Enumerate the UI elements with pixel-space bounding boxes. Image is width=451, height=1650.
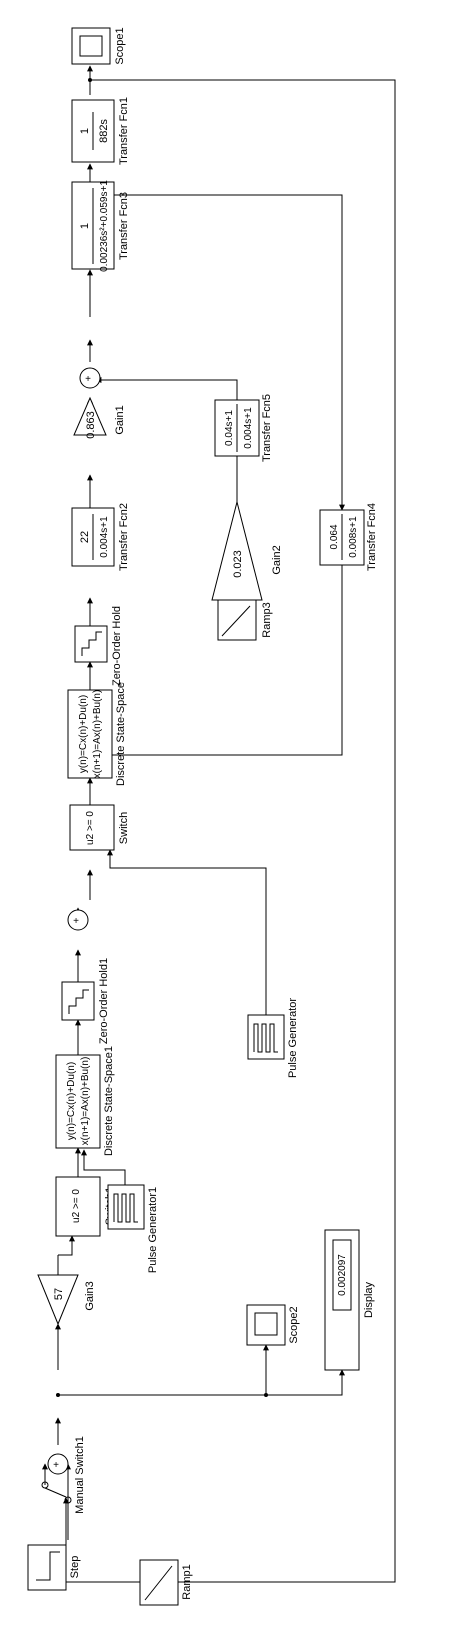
pulse-generator-block[interactable]: Pulse Generator [247, 998, 299, 1078]
step-label: Step [69, 1556, 81, 1579]
dss-line2: x(n+1)=Ax(n)+Bu(n) [92, 690, 103, 779]
scope1-label: Scope1 [114, 27, 126, 64]
zero-order-hold1-label: Zero-Order Hold1 [98, 958, 110, 1044]
dss-line1: y(n)=Cx(n)+Du(n) [78, 695, 89, 773]
switch1-condition: u2 >= 0 [71, 1189, 82, 1223]
display-value: 0.002097 [337, 1254, 348, 1296]
transfer-fcn4-numerator: 0.064 [329, 524, 340, 549]
step-block[interactable]: Step [27, 1544, 81, 1591]
scope2-label: Scope2 [288, 1306, 300, 1343]
transfer-fcn4-label: Transfer Fcn4 [366, 503, 378, 571]
switch-condition: u2 >= 0 [85, 811, 96, 845]
transfer-fcn3-block[interactable]: 1 0.00236s²+0.059s+1 Transfer Fcn3 [71, 180, 130, 272]
gain2-block[interactable]: 0.023 Gain2 [211, 501, 283, 601]
dss1-line1: y(n)=Cx(n)+Du(n) [66, 1062, 77, 1140]
discrete-state-space1-label: Discrete State-Space1 [103, 1046, 115, 1156]
switch-block[interactable]: u2 >= 0 Switch [69, 804, 130, 851]
signal-lines [42, 65, 396, 1583]
pulse-generator-label: Pulse Generator [287, 998, 299, 1078]
transfer-fcn2-denominator: 0.004s+1 [99, 516, 110, 558]
dss1-line2: x(n+1)=Ax(n)+Bu(n) [80, 1057, 91, 1146]
ramp1-label: Ramp1 [181, 1564, 193, 1599]
transfer-fcn1-label: Transfer Fcn1 [118, 97, 130, 165]
transfer-fcn1-denominator: 882s [98, 119, 110, 143]
gain2-value: 0.023 [232, 550, 244, 578]
zero-order-hold-label: Zero-Order Hold [111, 606, 123, 686]
transfer-fcn3-label: Transfer Fcn3 [118, 192, 130, 260]
transfer-fcn1-numerator: 1 [79, 128, 91, 134]
transfer-fcn2-label: Transfer Fcn2 [118, 503, 130, 571]
gain3-label: Gain3 [84, 1281, 96, 1310]
switch1-block[interactable]: u2 >= 0 Switch1 [55, 1176, 116, 1237]
transfer-fcn2-block[interactable]: 22 0.004s+1 Transfer Fcn2 [71, 503, 130, 571]
gain2-label: Gain2 [271, 545, 283, 574]
ramp1-block[interactable]: Ramp1 [139, 1559, 193, 1606]
sum-top-block[interactable]: + [79, 367, 101, 389]
scope2-block[interactable]: Scope2 [246, 1304, 300, 1346]
discrete-state-space-block[interactable]: y(n)=Cx(n)+Du(n) x(n+1)=Ax(n)+Bu(n) Disc… [67, 682, 127, 786]
ramp3-label: Ramp3 [261, 602, 273, 637]
transfer-fcn5-denominator: 0.004s+1 [243, 407, 254, 449]
manual-switch1-label: Manual Switch1 [74, 1436, 86, 1514]
sum-mid-block[interactable]: + [67, 909, 89, 931]
pulse-generator1-label: Pulse Generator1 [147, 1187, 159, 1273]
transfer-fcn4-block[interactable]: 0.064 0.008s+1 Transfer Fcn4 [319, 503, 378, 571]
gain1-block[interactable]: 0.863 Gain1 [73, 396, 126, 439]
gain1-value: 0.863 [85, 411, 97, 439]
transfer-fcn5-numerator: 0.04s+1 [224, 410, 235, 446]
transfer-fcn3-numerator: 1 [79, 223, 91, 229]
discrete-state-space-label: Discrete State-Space [115, 682, 127, 786]
transfer-fcn1-block[interactable]: 1 882s Transfer Fcn1 [71, 97, 130, 165]
switch-label: Switch [118, 812, 130, 844]
manual-switch1-block[interactable]: Manual Switch1 [41, 1436, 86, 1514]
discrete-state-space1-block[interactable]: y(n)=Cx(n)+Du(n) x(n+1)=Ax(n)+Bu(n) Disc… [55, 1046, 115, 1156]
gain3-value: 57 [53, 1288, 65, 1300]
sum-top-sign: + [85, 374, 91, 385]
gain1-label: Gain1 [114, 405, 126, 434]
pulse-generator1-block[interactable]: Pulse Generator1 [107, 1184, 159, 1273]
transfer-fcn5-block[interactable]: 0.04s+1 0.004s+1 Transfer Fcn5 [214, 394, 273, 462]
zero-order-hold-block[interactable]: Zero-Order Hold [74, 606, 123, 686]
gain3-block[interactable]: 57 Gain3 [37, 1274, 96, 1326]
transfer-fcn2-numerator: 22 [79, 531, 91, 543]
scope1-block[interactable]: Scope1 [71, 27, 126, 65]
transfer-fcn3-denominator: 0.00236s²+0.059s+1 [99, 180, 110, 272]
sum-mid-sign: + [73, 916, 79, 927]
display-label: Display [363, 1281, 375, 1318]
transfer-fcn4-denominator: 0.008s+1 [348, 516, 359, 558]
transfer-fcn5-label: Transfer Fcn5 [261, 394, 273, 462]
sum-bottom-block[interactable]: + [47, 1453, 69, 1475]
sum-bottom-sign: + [53, 1460, 59, 1471]
display-block[interactable]: 0.002097 Display [324, 1229, 375, 1371]
zero-order-hold1-block[interactable]: Zero-Order Hold1 [61, 958, 110, 1044]
ramp3-block[interactable]: Ramp3 [217, 599, 273, 641]
